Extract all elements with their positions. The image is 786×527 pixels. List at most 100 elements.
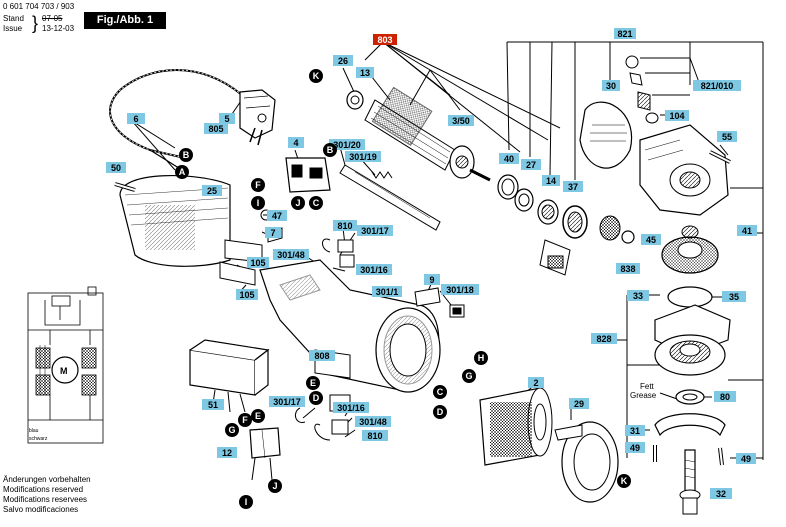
schematic-wire-blue: blau bbox=[29, 428, 39, 434]
part-label-301-1: 301/1 bbox=[376, 287, 399, 297]
callout-c-switch: C bbox=[313, 198, 320, 208]
callout-h-stator: H bbox=[478, 353, 485, 363]
screws-49 bbox=[653, 445, 724, 466]
part-label-821: 821 bbox=[617, 29, 632, 39]
schematic-wire-black: schwarz bbox=[29, 436, 48, 442]
part-label-25: 25 bbox=[207, 186, 217, 196]
part-label-810-bottom: 810 bbox=[367, 431, 382, 441]
part-label-12: 12 bbox=[222, 448, 232, 458]
stand-label: Stand bbox=[3, 14, 24, 23]
switch-rod-301-20 bbox=[339, 164, 441, 231]
air-guide-29 bbox=[554, 421, 619, 503]
callout-g-suppressor: G bbox=[228, 425, 235, 435]
gear-housing-301-1 bbox=[259, 259, 441, 393]
part-label-41: 41 bbox=[742, 226, 752, 236]
washer-80 bbox=[675, 389, 705, 405]
capacitor-12 bbox=[249, 427, 281, 481]
annotation-fett: Fett bbox=[640, 382, 655, 391]
part-label-35: 35 bbox=[729, 292, 739, 302]
part-label-80: 80 bbox=[720, 392, 730, 402]
part-label-803: 803 bbox=[377, 35, 392, 45]
part-label-33: 33 bbox=[633, 291, 643, 301]
callout-b-cord: B bbox=[183, 150, 190, 160]
part-label-301-17-bottom: 301/17 bbox=[273, 397, 301, 407]
grease-pad bbox=[539, 239, 571, 276]
part-label-45: 45 bbox=[646, 235, 656, 245]
part-label-105-upper: 105 bbox=[250, 258, 265, 268]
part-label-301-19: 301/19 bbox=[349, 152, 377, 162]
part-label-301-48-top: 301/48 bbox=[277, 250, 305, 260]
screw-50 bbox=[114, 182, 136, 192]
part-label-7: 7 bbox=[270, 228, 275, 238]
part-label-27: 27 bbox=[526, 160, 536, 170]
callout-j-switch: J bbox=[295, 198, 300, 208]
armature-3-50 bbox=[364, 86, 491, 182]
header-brace: } bbox=[32, 13, 39, 33]
callout-k-guard: K bbox=[621, 476, 628, 486]
part-label-105-lower: 105 bbox=[239, 290, 254, 300]
callout-i-capacitor: I bbox=[245, 497, 248, 507]
ring-35 bbox=[667, 286, 713, 308]
callout-circles bbox=[175, 69, 631, 509]
callout-j-capacitor: J bbox=[272, 481, 277, 491]
plug bbox=[239, 89, 276, 146]
part-label-31: 31 bbox=[630, 426, 640, 436]
issue-value: 13-12-03 bbox=[42, 24, 75, 33]
part-labels bbox=[106, 28, 757, 499]
callout-b-switch: B bbox=[327, 145, 334, 155]
part-label-40: 40 bbox=[504, 154, 514, 164]
part-label-803-box bbox=[373, 34, 397, 45]
part-label-55: 55 bbox=[722, 132, 732, 142]
callout-e-suppressor: E bbox=[255, 411, 261, 421]
brush-holder-810 bbox=[322, 238, 355, 268]
annotation-grease: Grease bbox=[630, 391, 657, 400]
part-label-301-17-top: 301/17 bbox=[361, 226, 389, 236]
spring-301-19 bbox=[371, 171, 393, 179]
spindle-32 bbox=[679, 449, 701, 515]
part-label-9: 9 bbox=[429, 275, 434, 285]
callout-f-switch: F bbox=[255, 180, 261, 190]
power-cord bbox=[109, 69, 243, 171]
part-label-13: 13 bbox=[360, 68, 370, 78]
part-label-301-16-bottom: 301/16 bbox=[337, 403, 365, 413]
note-de: Änderungen vorbehalten bbox=[3, 475, 91, 484]
cover-30 bbox=[579, 101, 633, 169]
switch-4 bbox=[285, 157, 331, 193]
document-number: 0 601 704 703 / 903 bbox=[3, 2, 75, 11]
part-label-49-right: 49 bbox=[741, 454, 751, 464]
schematic-motor-label: M bbox=[60, 366, 68, 376]
callout-c-stator: C bbox=[437, 387, 444, 397]
callout-e-brush: E bbox=[310, 378, 316, 388]
part-label-821-010: 821/010 bbox=[701, 81, 734, 91]
part-label-37: 37 bbox=[568, 182, 578, 192]
part-label-838: 838 bbox=[620, 264, 635, 274]
bevel-gear-838 bbox=[661, 225, 719, 274]
note-es: Salvo modificaciones bbox=[3, 505, 79, 514]
part-label-14: 14 bbox=[546, 176, 556, 186]
part-label-30: 30 bbox=[606, 81, 616, 91]
stand-value: 07-05 bbox=[42, 14, 63, 23]
part-label-301-18: 301/18 bbox=[446, 285, 474, 295]
part-label-29: 29 bbox=[574, 399, 584, 409]
suppressor-51 bbox=[189, 339, 270, 413]
part-label-50: 50 bbox=[111, 163, 121, 173]
spindle-lock-821 bbox=[625, 55, 659, 124]
note-en: Modifications reserved bbox=[3, 485, 84, 494]
part-label-26: 26 bbox=[338, 56, 348, 66]
part-label-4: 4 bbox=[293, 138, 298, 148]
part-301-18 bbox=[449, 304, 465, 318]
callout-g-stator: G bbox=[465, 371, 472, 381]
part-label-texts: 821 26 13 30 821/010 6 5 805 3/50 104 55… bbox=[111, 29, 752, 499]
part-label-805: 805 bbox=[208, 124, 223, 134]
part-label-301-20: 301/20 bbox=[333, 140, 361, 150]
screw-55 bbox=[709, 150, 731, 164]
callout-d-stator: D bbox=[437, 407, 444, 417]
issue-label: Issue bbox=[3, 24, 23, 33]
stator-2 bbox=[479, 387, 553, 466]
part-label-301-16-top: 301/16 bbox=[360, 265, 388, 275]
callout-a-cord: A bbox=[179, 167, 186, 177]
figure-label: Fig./Abb. 1 bbox=[84, 12, 166, 29]
part-label-808: 808 bbox=[314, 351, 329, 361]
wire-schematic bbox=[27, 286, 104, 444]
